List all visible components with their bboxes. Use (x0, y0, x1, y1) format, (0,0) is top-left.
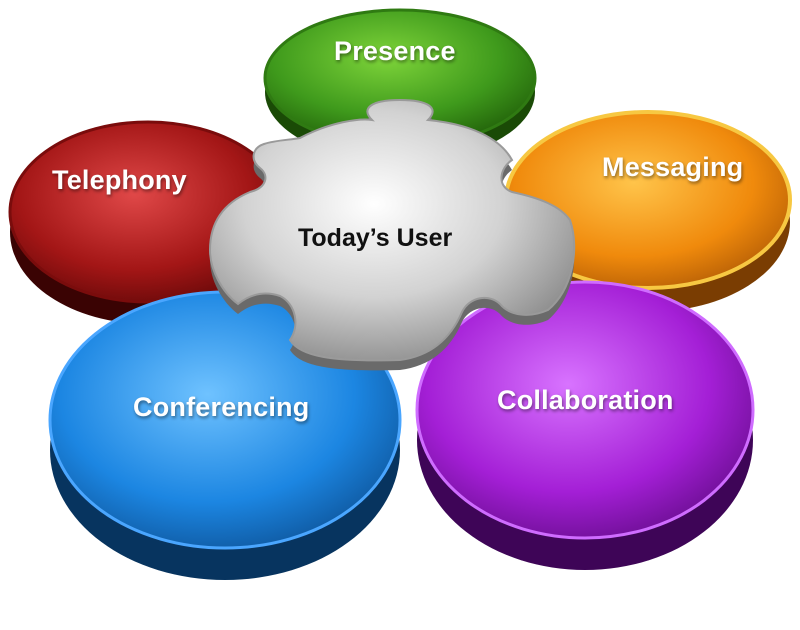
label-messaging: Messaging (602, 152, 744, 182)
petal-collaboration (415, 280, 755, 570)
center-piece (208, 98, 576, 371)
label-center: Today’s User (298, 224, 453, 252)
label-presence: Presence (334, 36, 456, 66)
label-telephony: Telephony (52, 165, 187, 195)
petal-messaging (504, 110, 792, 312)
label-conferencing: Conferencing (133, 392, 310, 422)
label-collaboration: Collaboration (497, 385, 674, 415)
